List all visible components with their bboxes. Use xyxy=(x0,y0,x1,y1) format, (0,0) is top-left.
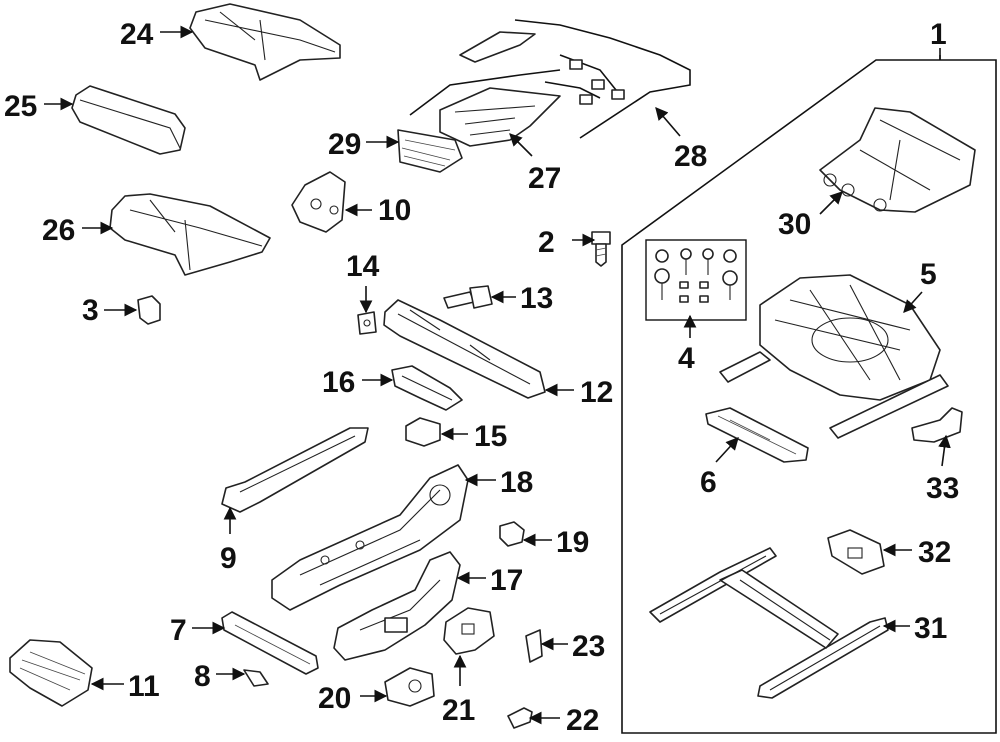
callout-6: 6 xyxy=(700,466,717,499)
part-23-cap xyxy=(525,629,543,663)
part-10-bracket xyxy=(291,171,346,233)
callout-labels: 1 2 3 4 5 6 7 8 9 10 11 12 13 14 15 16 1… xyxy=(4,18,959,737)
callout-31: 31 xyxy=(914,612,947,645)
callout-11: 11 xyxy=(128,670,160,703)
part-20-motor xyxy=(384,667,435,707)
leader-lines xyxy=(44,25,951,725)
callout-30: 30 xyxy=(778,208,811,241)
part-14-nut xyxy=(357,311,377,335)
callout-12: 12 xyxy=(580,376,613,409)
callout-28: 28 xyxy=(674,140,707,173)
part-8-clip xyxy=(243,669,269,687)
callout-22: 22 xyxy=(566,704,599,737)
part-16-clip xyxy=(391,365,463,411)
part-4-hardware xyxy=(654,248,738,303)
callout-32: 32 xyxy=(918,536,951,569)
callout-4: 4 xyxy=(678,342,695,375)
callout-16: 16 xyxy=(322,366,355,399)
part-28-harness xyxy=(514,19,691,139)
part-7-strip xyxy=(221,611,319,675)
callout-14: 14 xyxy=(346,250,380,283)
part-25-pad xyxy=(71,85,186,155)
callout-29: 29 xyxy=(328,128,361,161)
part-31-track xyxy=(649,547,889,699)
callout-23: 23 xyxy=(572,630,605,663)
part-15-cap xyxy=(405,417,441,447)
part-22-cover xyxy=(507,707,533,729)
callout-21: 21 xyxy=(442,694,475,727)
part-32-connector xyxy=(827,529,885,575)
callout-10: 10 xyxy=(378,194,411,227)
callout-8: 8 xyxy=(194,660,211,693)
part-3-clip xyxy=(137,295,161,325)
callout-33: 33 xyxy=(926,472,959,505)
callout-19: 19 xyxy=(556,526,589,559)
part-19-bolt xyxy=(499,521,525,547)
part-27-heater-mat xyxy=(409,31,561,147)
part-30-frame xyxy=(819,107,976,213)
part-11-tray xyxy=(9,639,93,707)
part-26-cushion xyxy=(109,193,271,276)
part-5-seat-base xyxy=(719,274,949,439)
callout-13: 13 xyxy=(520,282,553,315)
part-21-switch xyxy=(443,607,495,655)
part-2-bolt xyxy=(591,231,611,267)
callout-26: 26 xyxy=(42,214,75,247)
callout-5: 5 xyxy=(920,258,937,291)
part-13-bolt xyxy=(443,285,493,309)
part-29-heater xyxy=(397,129,463,173)
callout-15: 15 xyxy=(474,420,507,453)
callout-1: 1 xyxy=(930,18,947,51)
part-33-sensor xyxy=(911,407,963,443)
part-9-trim xyxy=(221,427,369,513)
assembly-bracket-1 xyxy=(621,48,997,734)
callout-27: 27 xyxy=(528,162,561,195)
callout-7: 7 xyxy=(170,614,187,647)
part-24-cushion xyxy=(189,3,341,81)
callout-17: 17 xyxy=(490,564,523,597)
callout-18: 18 xyxy=(500,466,533,499)
callout-9: 9 xyxy=(220,542,237,575)
part-17-shield xyxy=(333,551,461,661)
part-18-shield xyxy=(271,464,469,611)
callout-25: 25 xyxy=(4,90,37,123)
callout-2: 2 xyxy=(538,226,555,259)
callout-3: 3 xyxy=(82,294,99,327)
part-6-plate xyxy=(705,407,809,463)
callout-24: 24 xyxy=(120,18,154,51)
callout-20: 20 xyxy=(318,682,351,715)
